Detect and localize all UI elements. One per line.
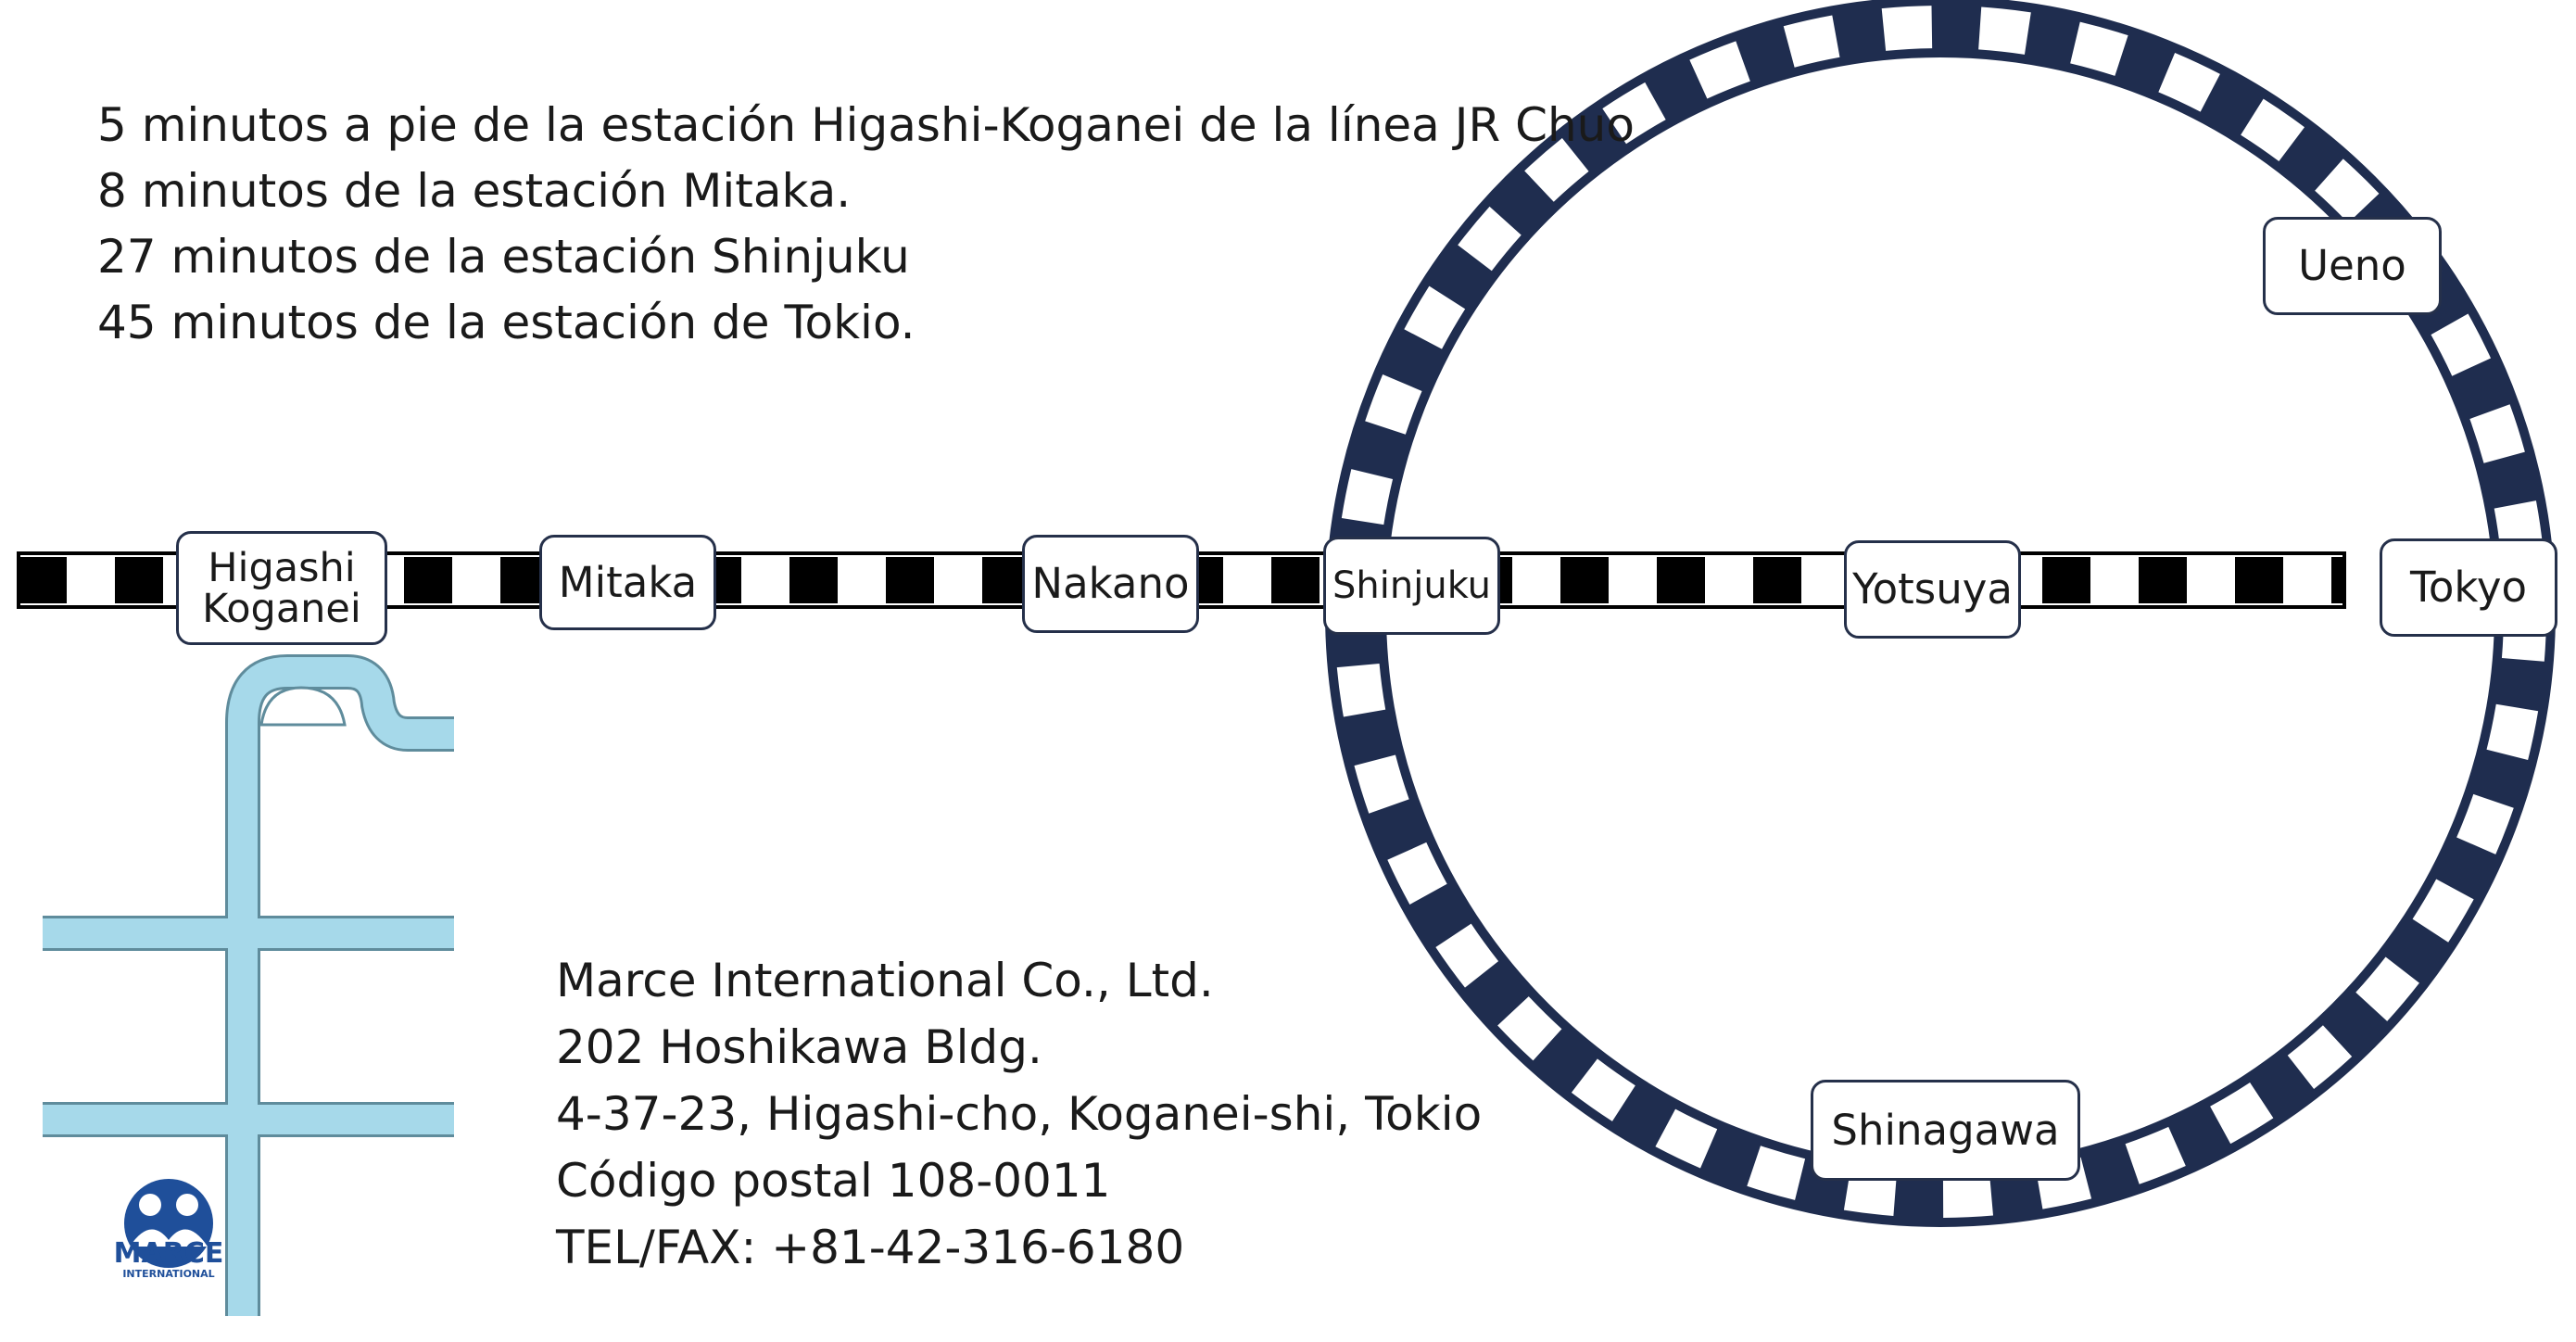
station-shinjuku: Shinjuku (1323, 537, 1500, 635)
tel-fax: TEL/FAX: +81-42-316-6180 (556, 1221, 1185, 1274)
access-info: 5 minutos a pie de la estación Higashi-K… (97, 93, 1635, 356)
access-line-1: 5 minutos a pie de la estación Higashi-K… (97, 98, 1635, 152)
local-street-map (43, 654, 454, 1316)
station-mitaka: Mitaka (539, 535, 716, 630)
marce-logo: MARCE INTERNATIONAL (114, 1179, 224, 1280)
station-higashi-koganei: Higashi Koganei (176, 531, 387, 645)
company-name: Marce International Co., Ltd. (556, 954, 1214, 1007)
station-ueno: Ueno (2263, 217, 2442, 315)
logo-subtitle: INTERNATIONAL (122, 1268, 214, 1280)
logo-name: MARCE (114, 1237, 224, 1270)
building-marker (259, 686, 347, 727)
access-line-2: 8 minutos de la estación Mitaka. (97, 164, 852, 218)
building-name: 202 Hoshikawa Bldg. (556, 1020, 1042, 1074)
street-address: 4-37-23, Higashi-cho, Koganei-shi, Tokio (556, 1087, 1483, 1141)
access-line-3: 27 minutos de la estación Shinjuku (97, 230, 910, 284)
postal-code: Código postal 108-0011 (556, 1154, 1111, 1208)
company-address: Marce International Co., Ltd. 202 Hoshik… (556, 947, 1482, 1281)
station-tokyo: Tokyo (2380, 538, 2557, 637)
station-yotsuya: Yotsuya (1844, 540, 2021, 639)
station-shinagawa: Shinagawa (1811, 1080, 2080, 1181)
access-line-4: 45 minutos de la estación de Tokio. (97, 296, 915, 349)
station-nakano: Nakano (1022, 535, 1199, 633)
